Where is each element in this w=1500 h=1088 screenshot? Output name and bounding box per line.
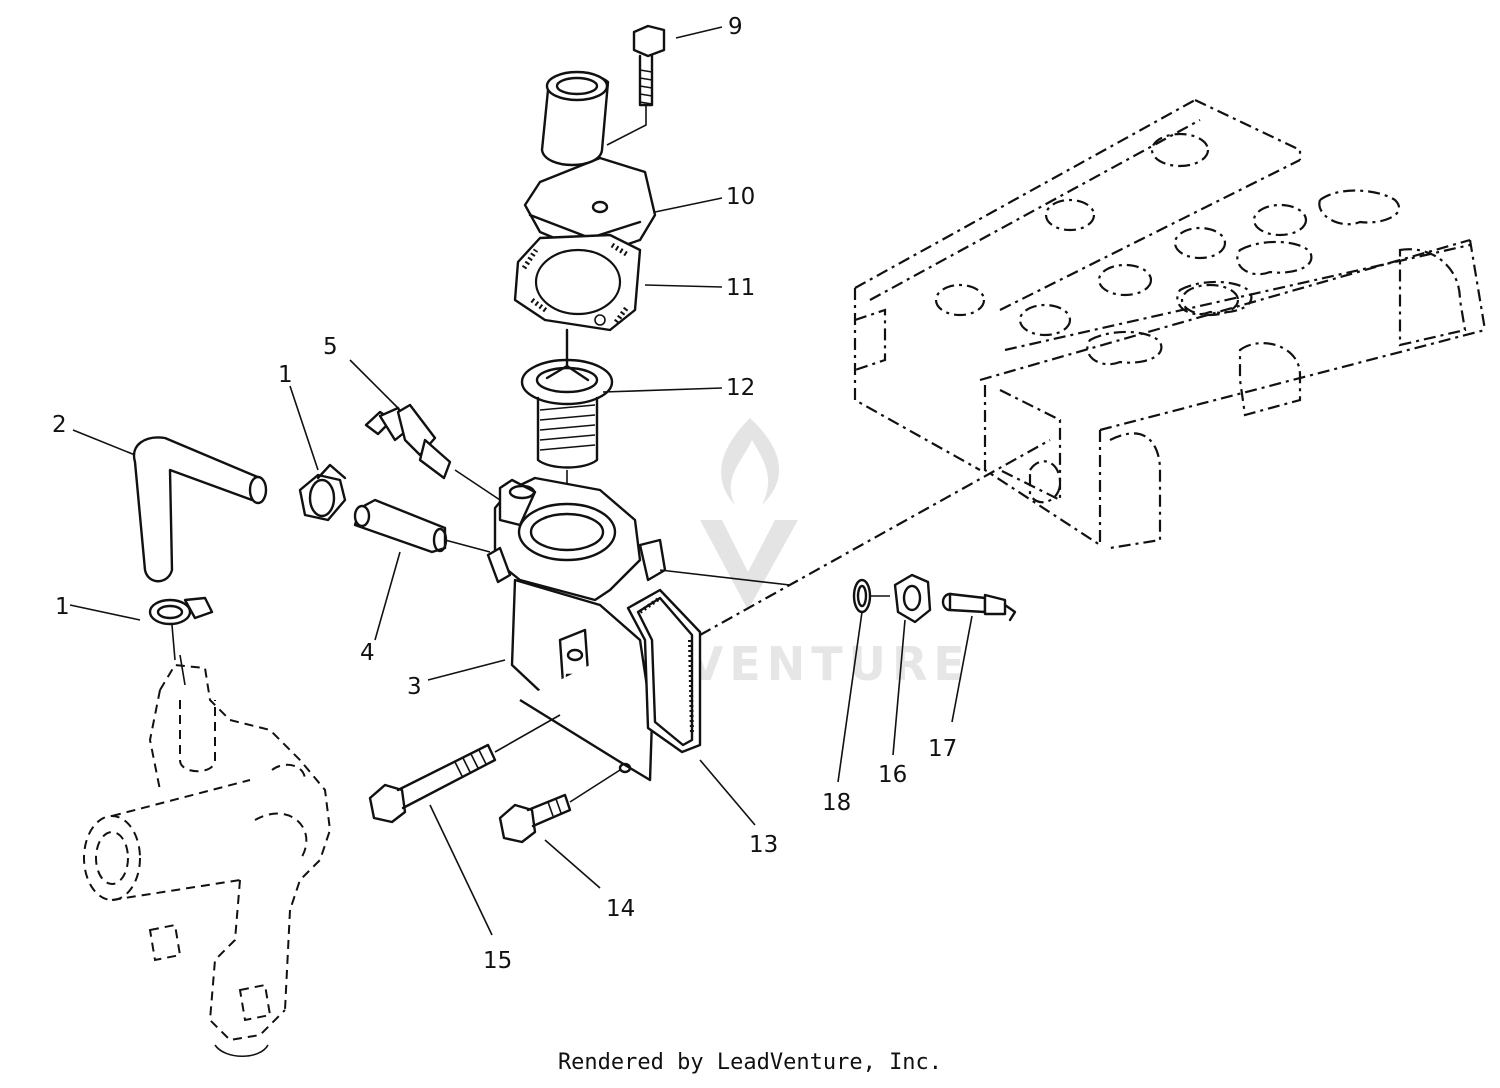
callout-18: 18 bbox=[822, 790, 851, 816]
part-10-thermostat-cover bbox=[523, 70, 657, 257]
engine-block bbox=[853, 99, 1487, 550]
part-2-bent-hose bbox=[132, 436, 268, 583]
callout-13: 13 bbox=[749, 832, 778, 858]
callout-5: 5 bbox=[323, 334, 338, 360]
part-3-thermostat-housing bbox=[486, 476, 791, 782]
leader-lines bbox=[69, 26, 973, 936]
part-16-adapter bbox=[893, 573, 932, 624]
callout-labels: 9 10 11 12 5 1 2 1 4 3 18 16 17 13 14 15 bbox=[52, 14, 957, 974]
part-4-hose bbox=[353, 498, 491, 554]
callout-15: 15 bbox=[483, 948, 512, 974]
part-13-housing-gasket bbox=[626, 588, 702, 754]
callout-14: 14 bbox=[606, 896, 635, 922]
callout-16: 16 bbox=[878, 762, 907, 788]
part-1-hose-clamp-upper bbox=[298, 463, 347, 522]
render-credit: Rendered by LeadVenture, Inc. bbox=[557, 1050, 943, 1075]
part-18-washer bbox=[852, 578, 890, 614]
callout-4: 4 bbox=[360, 640, 375, 666]
part-15-long-bolt bbox=[368, 714, 561, 824]
part-14-short-bolt bbox=[498, 769, 621, 844]
center-line bbox=[699, 439, 1051, 636]
callout-2: 2 bbox=[52, 412, 67, 438]
callout-3: 3 bbox=[407, 674, 422, 700]
callout-1-upper: 1 bbox=[278, 362, 293, 388]
callout-10: 10 bbox=[726, 184, 755, 210]
part-9-bolt bbox=[606, 24, 666, 146]
part-17-sensor bbox=[941, 592, 1017, 622]
part-5-temp-sender bbox=[364, 403, 501, 501]
callout-11: 11 bbox=[726, 275, 755, 301]
callout-9: 9 bbox=[728, 14, 743, 40]
callout-12: 12 bbox=[726, 375, 755, 401]
callout-17: 17 bbox=[928, 736, 957, 762]
water-pump-housing bbox=[83, 654, 332, 1057]
part-1-hose-clamp-lower bbox=[148, 596, 214, 661]
part-11-gasket bbox=[513, 233, 642, 332]
part-12-thermostat bbox=[520, 328, 614, 540]
callout-1-lower: 1 bbox=[55, 594, 70, 620]
